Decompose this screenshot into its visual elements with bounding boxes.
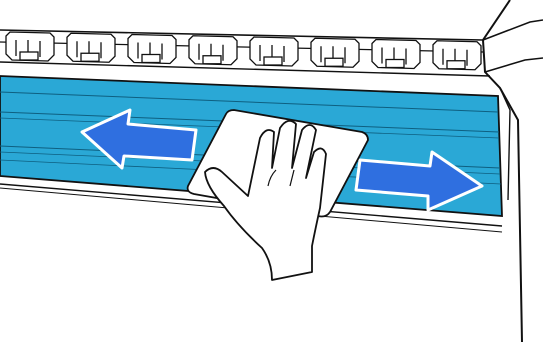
paper-holder-clip [6,32,54,61]
paper-holder-clip [250,37,298,66]
paper-holder-clip [433,41,481,70]
paper-holder-clip [311,38,359,67]
paper-holder-clip [189,36,237,65]
paper-holder-clip [128,35,176,64]
paper-holder-clip [67,33,115,62]
paper-holder-clip [372,40,420,69]
